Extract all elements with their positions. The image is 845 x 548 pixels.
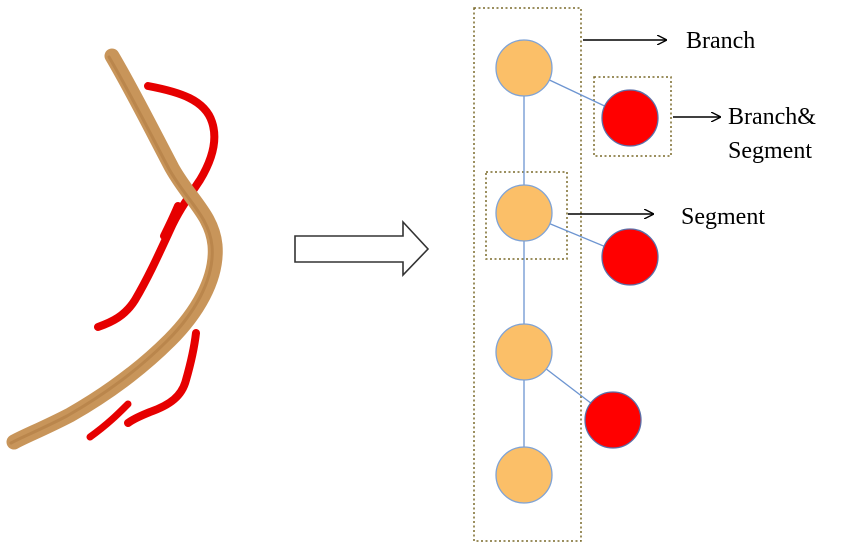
vessel-tree-illustration: [6, 48, 223, 450]
branch-segment-label-line2: Segment: [728, 138, 812, 164]
side-branch-bottom-long: [124, 329, 200, 427]
branch-node: [584, 391, 642, 449]
side-branch-top: [94, 82, 219, 331]
side-branch-bottom-short: [86, 400, 132, 441]
main-vessel-highlight: [9, 55, 214, 445]
segment-label: Segment: [681, 204, 765, 230]
segment-box: [485, 171, 568, 260]
right-hollow-arrow-icon: [294, 219, 430, 277]
branch-node: [601, 228, 659, 286]
branch-box: [473, 7, 582, 542]
branch-label: Branch: [686, 28, 756, 54]
main-node: [495, 323, 553, 381]
main-vessel: [6, 48, 223, 450]
main-node: [495, 184, 553, 242]
node-graph: [473, 7, 720, 542]
branch-segment-label-line1: Branch&: [728, 104, 816, 130]
main-node: [495, 39, 553, 97]
main-node: [495, 446, 553, 504]
branch-node: [601, 89, 659, 147]
side-branch-top-crossing: [160, 202, 182, 240]
branch-segment-box: [593, 76, 672, 157]
